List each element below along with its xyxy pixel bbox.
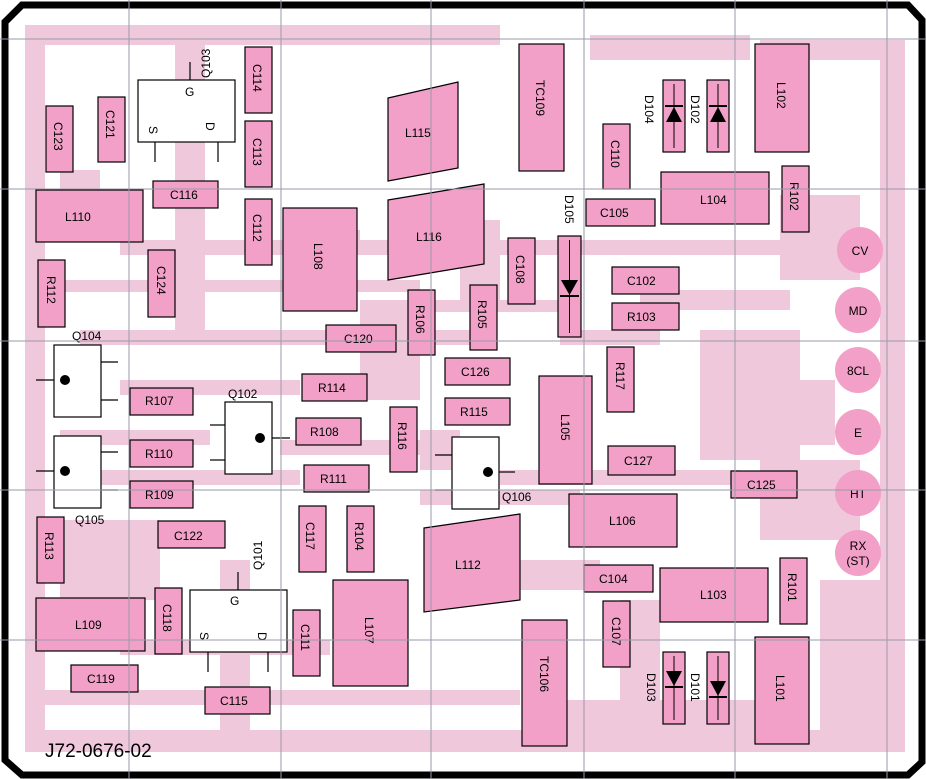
q101-d-label: D	[255, 632, 269, 641]
l109-label: L109	[75, 618, 102, 632]
l101-label: L101	[773, 675, 787, 702]
r112-label: R112	[44, 276, 58, 304]
q104-label: Q104	[72, 329, 102, 343]
pad-ht-label: HT	[850, 487, 867, 501]
l106-label: L106	[609, 514, 636, 528]
c113-label: C113	[250, 138, 264, 166]
d103-label: D103	[644, 673, 658, 702]
r107-label: R107	[145, 394, 174, 408]
q106-label: Q106	[502, 490, 532, 504]
q102-label: Q102	[228, 387, 258, 401]
c124-label: C124	[154, 266, 168, 295]
components-horizontal: C116 L110 C120 R107 R114 R108 R110 R109 …	[35, 171, 798, 715]
components-vertical: C114 C113 C112 C121 C123 C124 R112 L108 …	[36, 43, 810, 747]
r102-label: R102	[787, 182, 801, 211]
pad-cv	[837, 227, 883, 273]
r101-label: R101	[785, 573, 799, 602]
r114-label: R114	[318, 381, 346, 395]
c112-label: C112	[250, 214, 264, 242]
q101-label: Q101	[251, 540, 265, 570]
c115-label: C115	[220, 694, 248, 708]
c121-label: C121	[103, 110, 117, 139]
q105-label: Q105	[75, 513, 105, 527]
d102-label: D102	[688, 95, 702, 124]
components-slanted: L115 L116 L112	[387, 81, 521, 613]
pad-st-label: (ST)	[846, 554, 869, 568]
board-id-label: J72-0676-02	[45, 741, 152, 762]
c107-label: C107	[609, 617, 623, 646]
c117-label: C117	[303, 522, 317, 550]
r116-label: R116	[395, 422, 409, 450]
l105-label: L105	[558, 414, 572, 441]
l112-label: L112	[455, 558, 481, 572]
pad-8cl-label: 8CL	[847, 364, 869, 378]
l104-label: L104	[700, 193, 727, 207]
r115-label: R115	[460, 405, 488, 419]
pad-md-label: MD	[849, 304, 868, 318]
c120-label: C120	[344, 332, 373, 346]
pad-e	[835, 409, 881, 455]
r111-label: R111	[320, 472, 347, 486]
c104-label: C104	[599, 572, 628, 586]
q101-g-label: G	[230, 594, 239, 608]
q103-d-label: D	[203, 122, 217, 131]
r113-label: R113	[42, 532, 56, 560]
l108-label: L108	[311, 243, 325, 270]
c126-label: C126	[461, 365, 490, 379]
q103-g-label: G	[185, 85, 194, 99]
tc106-label: TC106	[537, 656, 551, 692]
c122-label: C122	[174, 529, 203, 543]
r106-label: R106	[413, 305, 427, 334]
q103-body	[137, 79, 236, 143]
q101-body	[189, 589, 288, 653]
l107-label: L107	[362, 617, 376, 644]
q101-s-label: S	[197, 632, 211, 640]
r103-label: R103	[627, 310, 656, 324]
c127-label: C127	[624, 454, 653, 468]
connector-pads: CV MD 8CL E HT RX (ST)	[835, 227, 883, 576]
pad-rx-label: RX	[850, 539, 867, 553]
transistors: Q103 G S D Q101 G S D Q102 Q104 Q105	[36, 48, 532, 672]
c111-label: C111	[298, 624, 312, 651]
c108-label: C108	[513, 255, 527, 284]
pad-8cl	[835, 347, 881, 393]
r110-label: R110	[145, 447, 173, 461]
pad-rx-st	[835, 530, 881, 576]
d104-label: D104	[642, 95, 656, 124]
r105-label: R105	[475, 300, 489, 329]
pad-cv-label: CV	[852, 244, 869, 258]
c118-label: C118	[160, 604, 174, 632]
c105-label: C105	[600, 206, 629, 220]
pad-ht	[835, 470, 881, 516]
l110-label: L110	[65, 210, 91, 224]
q103-label: Q103	[199, 48, 213, 78]
c110-label: C110	[608, 140, 622, 168]
pad-e-label: E	[854, 426, 862, 440]
l116-label: L116	[416, 230, 442, 244]
c125-label: C125	[747, 478, 776, 492]
r117-label: R117	[613, 362, 627, 390]
r104-label: R104	[352, 522, 366, 551]
c116-label: C116	[170, 188, 198, 202]
c123-label: C123	[51, 122, 65, 151]
diodes: D104 D102 D105 D103 D101	[557, 79, 730, 725]
l102-label: L102	[774, 82, 788, 109]
r109-label: R109	[145, 488, 174, 502]
r108-label: R108	[310, 425, 339, 439]
l115-label: L115	[405, 126, 431, 140]
q103-s-label: S	[146, 126, 160, 134]
tc109-label: TC109	[533, 80, 547, 116]
c114-label: C114	[250, 64, 264, 92]
l103-label: L103	[700, 588, 727, 602]
pad-md	[835, 287, 881, 333]
c102-label: C102	[627, 274, 656, 288]
c119-label: C119	[87, 672, 115, 686]
d105-label: D105	[562, 195, 576, 224]
d101-label: D101	[688, 673, 702, 702]
